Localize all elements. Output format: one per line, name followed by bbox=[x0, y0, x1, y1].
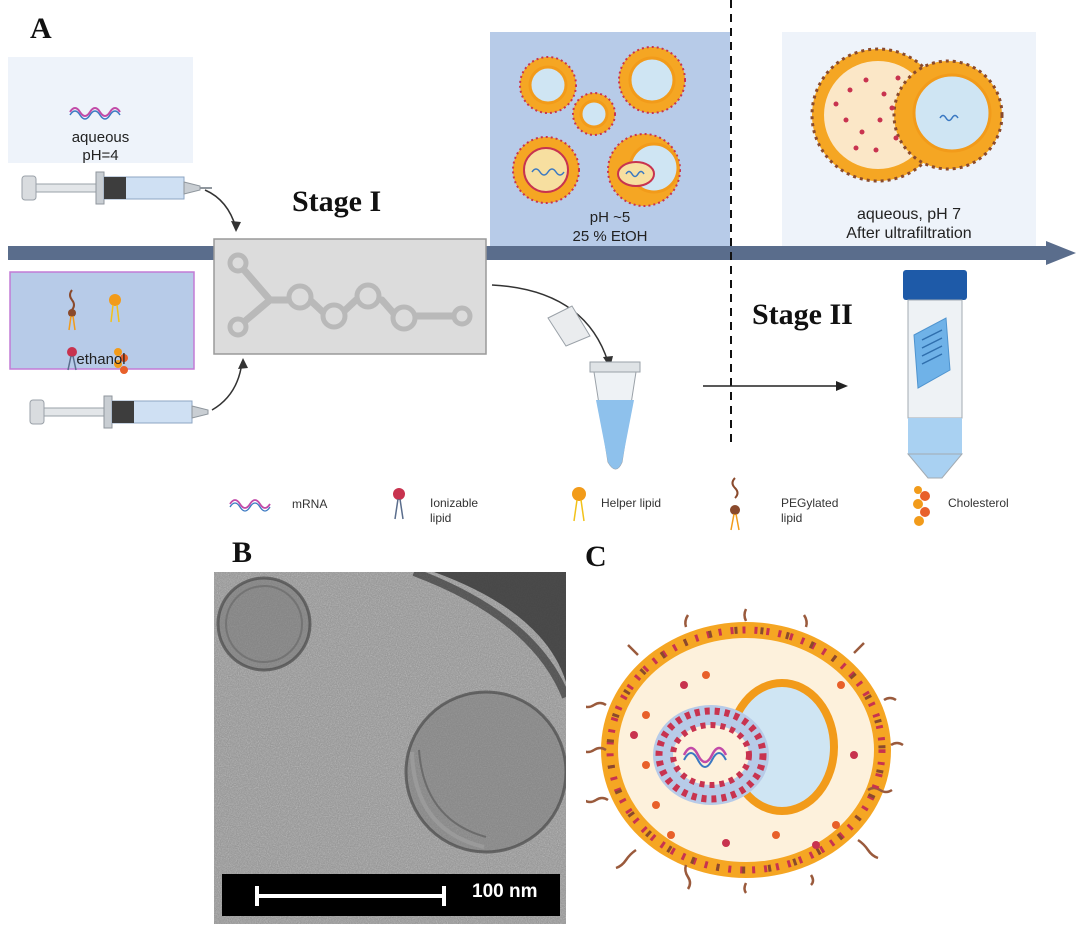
microfluidic-chip bbox=[213, 238, 487, 355]
panel-label-a: A bbox=[30, 12, 52, 45]
falcon-tube bbox=[903, 270, 967, 479]
legend-cholesterol-icon bbox=[913, 486, 930, 526]
stage2-label: Stage II bbox=[752, 298, 853, 331]
stage1-label: Stage I bbox=[292, 185, 382, 218]
stage2-box-line2: After ultrafiltration bbox=[846, 225, 972, 242]
legend-peg-icon bbox=[730, 477, 740, 531]
aqueous-label-line1: aqueous bbox=[71, 129, 130, 146]
process-arrow bbox=[8, 246, 1048, 260]
ethanol-box bbox=[9, 271, 195, 370]
stage2-box-line1: aqueous, pH 7 bbox=[856, 206, 962, 223]
lnp-structure-diagram bbox=[586, 608, 904, 894]
cryo-tem-micrograph bbox=[214, 572, 566, 924]
syringe-top bbox=[21, 171, 212, 205]
legend-peg-label: PEGylated lipid bbox=[781, 496, 839, 525]
process-diagram bbox=[8, 0, 1076, 531]
legend-ionizable-label: Ionizable lipid bbox=[430, 496, 479, 525]
panel-label-b: B bbox=[232, 536, 253, 569]
cholesterol-icon bbox=[114, 348, 128, 374]
scale-bar-label: 100 nm bbox=[472, 881, 538, 902]
legend-mrna-icon bbox=[229, 499, 271, 509]
legend-mrna-label: mRNA bbox=[292, 497, 328, 511]
ethanol-label: ethanol bbox=[76, 351, 126, 368]
peg-lipid-icon bbox=[68, 289, 76, 331]
stage1-box-line1: pH ~5 bbox=[589, 209, 631, 226]
aqueous-box bbox=[8, 57, 193, 163]
lnp-group-stage2 bbox=[810, 47, 1004, 183]
legend-cholesterol-label: Cholesterol bbox=[948, 496, 1009, 510]
legend-ionizable-icon bbox=[393, 488, 405, 520]
stage1-box-line2: 25 % EtOH bbox=[572, 228, 648, 245]
eppendorf-tube bbox=[547, 305, 641, 470]
ionizable-lipid-icon bbox=[67, 347, 77, 371]
helper-lipid-icon bbox=[109, 294, 121, 323]
panel-label-c: C bbox=[585, 540, 607, 573]
aqueous-label-line2: pH=4 bbox=[82, 147, 119, 164]
mrna-icon bbox=[69, 107, 121, 117]
legend-helper-label: Helper lipid bbox=[601, 496, 662, 510]
legend-helper-icon bbox=[572, 487, 586, 522]
syringe-bottom bbox=[29, 395, 209, 429]
lnp-group-stage1 bbox=[512, 46, 686, 207]
